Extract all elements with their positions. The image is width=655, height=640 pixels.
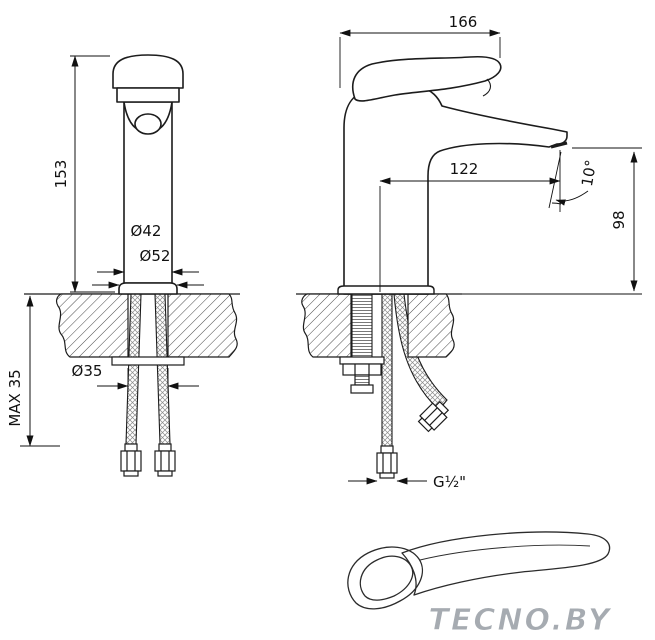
threaded-shank (351, 289, 373, 361)
faucet-base-flange-front (118, 282, 178, 295)
dim-hole-diameter (97, 368, 199, 392)
dim-angle-label: 10° (578, 158, 600, 187)
dim-base-diameter-label: Ø52 (140, 247, 171, 265)
handle-collar-front (116, 87, 180, 103)
dim-max-thickness-label: MAX 35 (6, 369, 24, 426)
watermark-logo: TECNO.BY (428, 603, 613, 638)
hose-straight-side (381, 293, 393, 447)
handle-knob-front (134, 113, 162, 135)
hose-nuts-front (120, 443, 176, 477)
dim-153-label: 153 (52, 160, 70, 189)
faucet-body-side (343, 86, 568, 295)
aerator (550, 141, 568, 149)
faucet-base-flange-side (337, 285, 435, 295)
dim-166 (339, 29, 501, 88)
lever-handle-side (351, 55, 502, 102)
dim-98-label: 98 (610, 210, 628, 229)
hose-fitting-angled (417, 400, 450, 433)
dim-hole-diameter-label: Ø35 (72, 362, 103, 380)
dim-body-diameter-label: Ø42 (131, 222, 162, 240)
handle-perspective-sketch (347, 531, 611, 610)
dim-max-thickness (20, 295, 60, 447)
dim-153 (70, 55, 115, 293)
side-view: 166 122 10° 98 G½" (296, 13, 642, 491)
deck-section-front (55, 293, 238, 358)
dim-angle (548, 151, 589, 209)
handle-cap-front (112, 54, 184, 89)
dim-122-label: 122 (450, 160, 479, 178)
front-view: 153 Ø42 Ø52 Ø35 MAX 35 (6, 54, 240, 477)
supply-hoses-front (125, 293, 171, 445)
mounting-hardware-side (339, 356, 385, 394)
dim-166-label: 166 (449, 13, 478, 31)
dim-98 (572, 147, 642, 292)
deck-section-side (301, 293, 455, 358)
lever-tip-detail (482, 78, 492, 97)
mounting-washer-front (111, 356, 185, 366)
hose-nut-bottom-side (376, 445, 398, 479)
dim-thread-label: G½" (433, 473, 466, 491)
faucet-front (112, 54, 184, 295)
